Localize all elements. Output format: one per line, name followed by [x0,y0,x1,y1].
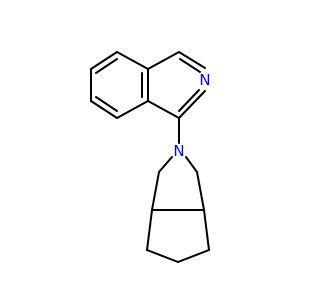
bond [90,100,118,119]
bond [116,100,149,119]
bond [147,51,180,70]
double-bond [95,58,118,74]
bond [146,249,179,263]
bond [147,100,180,119]
bond [178,90,206,119]
bond [151,171,160,211]
molecule-structure: N N [90,51,211,263]
double-bond [178,89,200,112]
double-bond [95,96,118,112]
bond [116,51,149,70]
double-bond [179,58,201,73]
bond [185,156,198,173]
bond [177,249,210,263]
structure-canvas: N N [90,51,211,263]
bond [158,156,173,173]
nitrogen-atom-ring: N [199,71,210,89]
bond [146,209,153,251]
nitrogen-atom-amine: N [173,142,184,160]
bond [90,51,118,70]
bond [203,209,210,251]
bond [178,51,206,69]
bond [196,171,205,211]
